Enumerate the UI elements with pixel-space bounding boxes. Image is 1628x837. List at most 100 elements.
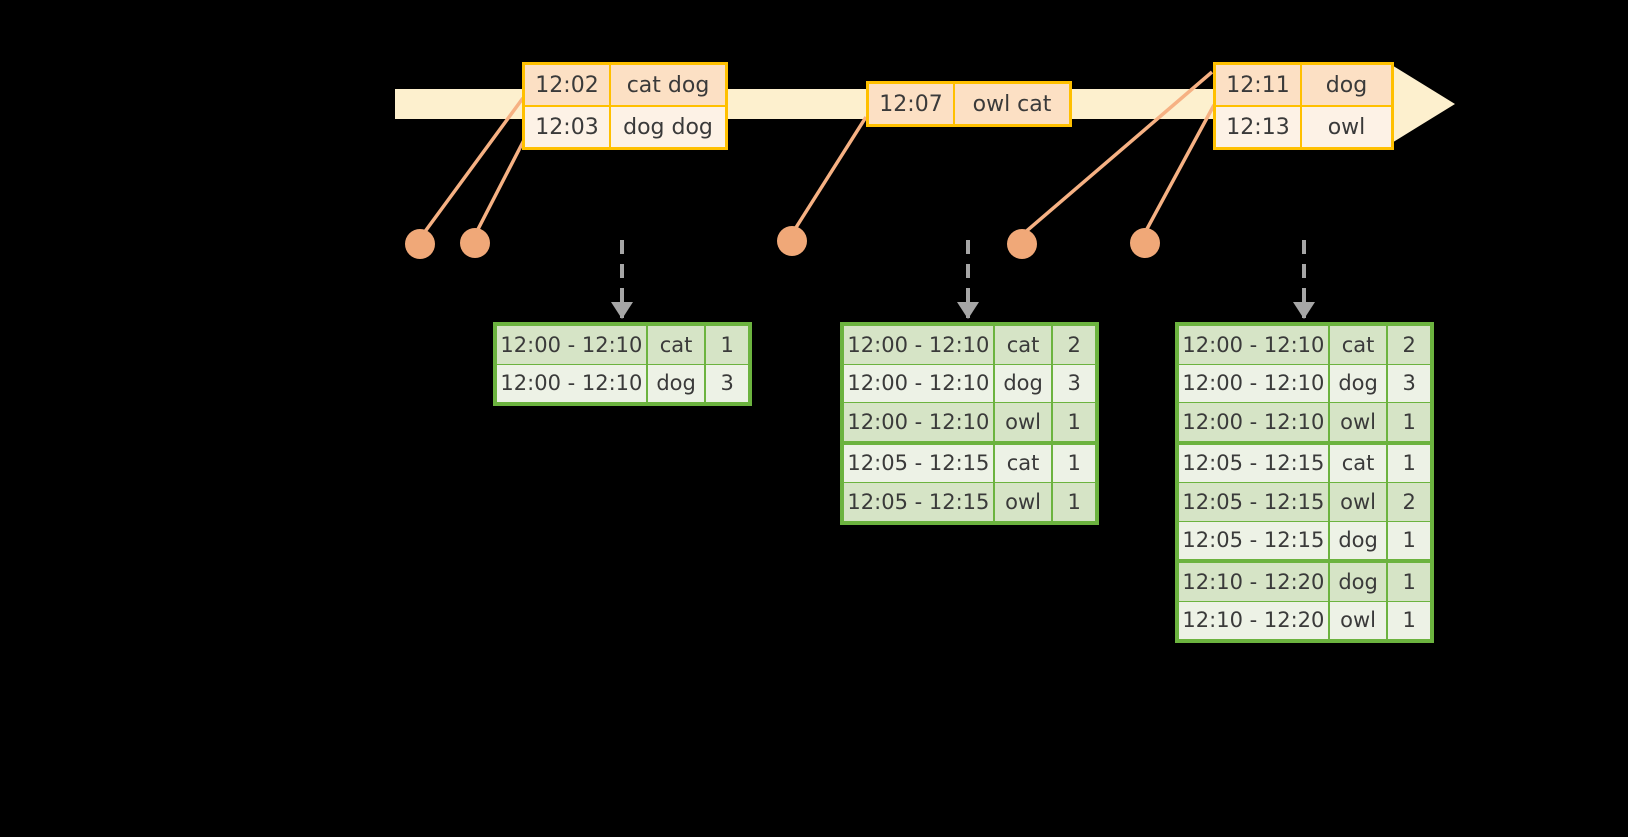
- event-dot-1[interactable]: [405, 229, 435, 259]
- event-time: 12:02: [525, 65, 611, 105]
- count-cell: 1: [1388, 563, 1430, 601]
- arrow-shaft: [1302, 240, 1306, 318]
- table-row[interactable]: 12:10 - 12:20 owl 1: [1179, 601, 1430, 639]
- event-dot-4[interactable]: [1007, 229, 1037, 259]
- table-row[interactable]: 12:00 - 12:10 cat 2: [1179, 326, 1430, 364]
- count-cell: 2: [1388, 326, 1430, 364]
- connector-line-3: [788, 116, 868, 238]
- window-group-separator: [1179, 440, 1430, 445]
- window-cell: 12:10 - 12:20: [1179, 601, 1328, 639]
- window-cell: 12:00 - 12:10: [1179, 364, 1328, 402]
- event-dot-5[interactable]: [1130, 228, 1160, 258]
- event-row[interactable]: 12:11 dog: [1216, 65, 1391, 105]
- event-dot-3[interactable]: [777, 226, 807, 256]
- window-cell: 12:05 - 12:15: [1179, 483, 1328, 521]
- window-cell: 12:00 - 12:10: [497, 364, 646, 402]
- connector-line-2: [472, 139, 526, 238]
- key-cell: dog: [994, 364, 1052, 402]
- count-cell: 1: [1388, 403, 1430, 441]
- arrow-shaft: [620, 240, 624, 318]
- table-row[interactable]: 12:05 - 12:15 dog 1: [1179, 521, 1430, 559]
- key-cell: owl: [994, 483, 1052, 521]
- count-cell: 3: [706, 364, 748, 402]
- event-time: 12:13: [1216, 107, 1302, 147]
- arrow-head: [611, 302, 633, 319]
- result-table-1[interactable]: 12:00 - 12:10 cat 1 12:00 - 12:10 dog 3: [493, 322, 752, 406]
- window-cell: 12:05 - 12:15: [844, 444, 993, 482]
- event-time: 12:03: [525, 107, 611, 147]
- table-row[interactable]: 12:00 - 12:10 dog 3: [497, 364, 748, 402]
- window-cell: 12:00 - 12:10: [844, 403, 993, 441]
- count-cell: 3: [1053, 364, 1095, 402]
- event-words: owl: [1302, 107, 1391, 147]
- window-group-separator: [1179, 559, 1430, 563]
- event-row[interactable]: 12:13 owl: [1216, 105, 1391, 147]
- count-cell: 1: [1388, 601, 1430, 639]
- timeline-and-connectors: [395, 64, 1455, 259]
- count-cell: 1: [706, 326, 748, 364]
- event-dot-2[interactable]: [460, 228, 490, 258]
- window-cell: 12:00 - 12:10: [1179, 403, 1328, 441]
- key-cell: owl: [1329, 601, 1387, 639]
- window-cell: 12:05 - 12:15: [1179, 444, 1328, 482]
- event-words: owl cat: [955, 84, 1069, 124]
- event-words: dog: [1302, 65, 1391, 105]
- event-row[interactable]: 12:03 dog dog: [525, 105, 725, 147]
- table-row[interactable]: 12:05 - 12:15 cat 1: [844, 444, 1095, 482]
- count-cell: 1: [1053, 444, 1095, 482]
- count-cell: 1: [1053, 403, 1095, 441]
- connector-line-4: [1014, 70, 1214, 242]
- window-cell: 12:00 - 12:10: [497, 326, 646, 364]
- key-cell: cat: [647, 326, 705, 364]
- emit-arrow-1: [611, 240, 633, 319]
- event-group-1[interactable]: 12:02 cat dog 12:03 dog dog: [522, 62, 728, 150]
- table-row[interactable]: 12:05 - 12:15 owl 2: [1179, 483, 1430, 521]
- event-row[interactable]: 12:07 owl cat: [869, 84, 1069, 124]
- table-row[interactable]: 12:05 - 12:15 owl 1: [844, 483, 1095, 521]
- key-cell: dog: [1329, 563, 1387, 601]
- count-cell: 2: [1388, 483, 1430, 521]
- table-row[interactable]: 12:00 - 12:10 dog 3: [844, 364, 1095, 402]
- window-cell: 12:05 - 12:15: [844, 483, 993, 521]
- key-cell: owl: [1329, 483, 1387, 521]
- window-group-separator: [844, 440, 1095, 445]
- count-cell: 3: [1388, 364, 1430, 402]
- event-time: 12:07: [869, 84, 955, 124]
- table-row[interactable]: 12:00 - 12:10 dog 3: [1179, 364, 1430, 402]
- window-cell: 12:00 - 12:10: [844, 364, 993, 402]
- event-row[interactable]: 12:02 cat dog: [525, 65, 725, 105]
- key-cell: dog: [647, 364, 705, 402]
- event-group-2[interactable]: 12:07 owl cat: [866, 81, 1072, 127]
- result-table-2[interactable]: 12:00 - 12:10 cat 2 12:00 - 12:10 dog 3 …: [840, 322, 1099, 525]
- key-cell: dog: [1329, 364, 1387, 402]
- arrow-head: [957, 302, 979, 319]
- table-row[interactable]: 12:05 - 12:15 cat 1: [1179, 444, 1430, 482]
- window-cell: 12:10 - 12:20: [1179, 563, 1328, 601]
- window-cell: 12:00 - 12:10: [844, 326, 993, 364]
- key-cell: owl: [1329, 403, 1387, 441]
- event-words: cat dog: [611, 65, 725, 105]
- count-cell: 1: [1388, 521, 1430, 559]
- key-cell: dog: [1329, 521, 1387, 559]
- table-row[interactable]: 12:00 - 12:10 cat 2: [844, 326, 1095, 364]
- key-cell: cat: [1329, 444, 1387, 482]
- event-group-3[interactable]: 12:11 dog 12:13 owl: [1213, 62, 1394, 150]
- key-cell: cat: [994, 326, 1052, 364]
- count-cell: 1: [1053, 483, 1095, 521]
- table-row[interactable]: 12:00 - 12:10 owl 1: [1179, 403, 1430, 441]
- window-cell: 12:05 - 12:15: [1179, 521, 1328, 559]
- emit-arrow-2: [957, 240, 979, 319]
- count-cell: 1: [1388, 444, 1430, 482]
- connector-line-1: [419, 96, 525, 239]
- table-row[interactable]: 12:10 - 12:20 dog 1: [1179, 563, 1430, 601]
- table-row[interactable]: 12:00 - 12:10 owl 1: [844, 403, 1095, 441]
- table-row[interactable]: 12:00 - 12:10 cat 1: [497, 326, 748, 364]
- event-time: 12:11: [1216, 65, 1302, 105]
- key-cell: cat: [994, 444, 1052, 482]
- result-table-3[interactable]: 12:00 - 12:10 cat 2 12:00 - 12:10 dog 3 …: [1175, 322, 1434, 643]
- arrow-head: [1293, 302, 1315, 319]
- connector-line-5: [1139, 104, 1216, 241]
- key-cell: cat: [1329, 326, 1387, 364]
- arrow-shaft: [966, 240, 970, 318]
